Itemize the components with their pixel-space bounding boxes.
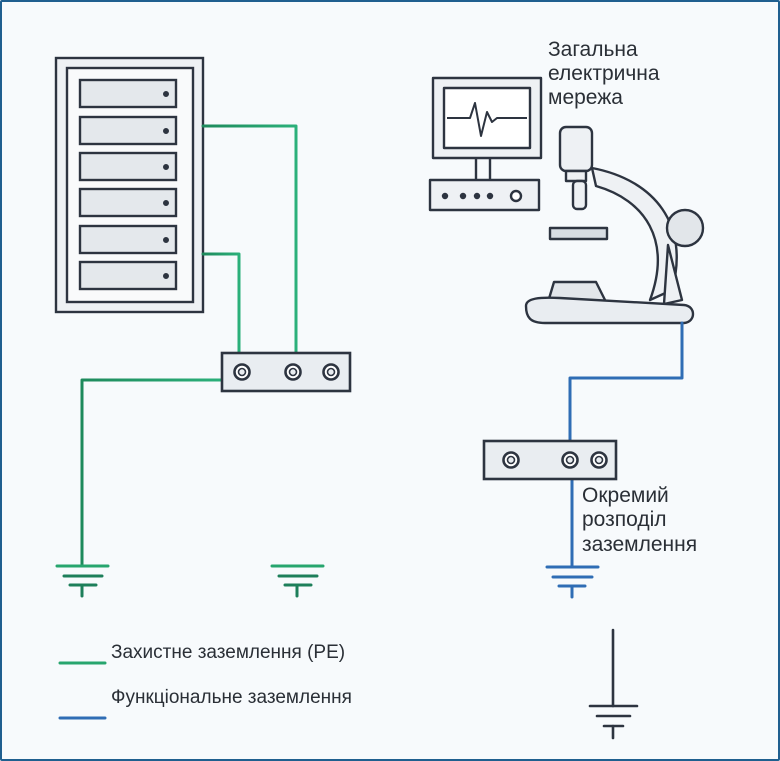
rack-unit — [78, 78, 178, 109]
functional-ground-symbol — [545, 565, 600, 599]
microscope — [524, 125, 705, 325]
monitor — [428, 76, 543, 212]
pe-ground-symbol-left — [55, 564, 110, 598]
rack-unit — [78, 115, 178, 146]
functional-wires — [568, 321, 684, 568]
rack-unit — [78, 224, 178, 255]
pe-ground-symbol-right — [270, 564, 325, 598]
rack-unit — [78, 151, 178, 182]
general-network-label: Загальна електрична мережа — [548, 38, 665, 109]
pe-wires — [80, 124, 299, 568]
legend-functional-label: Функціональне заземлення — [111, 687, 352, 708]
functional-busbar — [482, 439, 618, 481]
server-rack — [54, 56, 205, 314]
rack-unit — [78, 260, 178, 291]
pe-busbar — [220, 351, 352, 393]
legend-pe-label: Захистне заземлення (PE) — [111, 642, 345, 663]
waveform-icon — [447, 102, 527, 137]
legend: Захистне заземлення (PE) Функціональне з… — [58, 642, 352, 720]
ground-symbol-icon — [588, 628, 639, 740]
separate-distribution-label: Окремий розподіл заземлення — [582, 484, 697, 556]
rack-unit — [78, 187, 178, 218]
